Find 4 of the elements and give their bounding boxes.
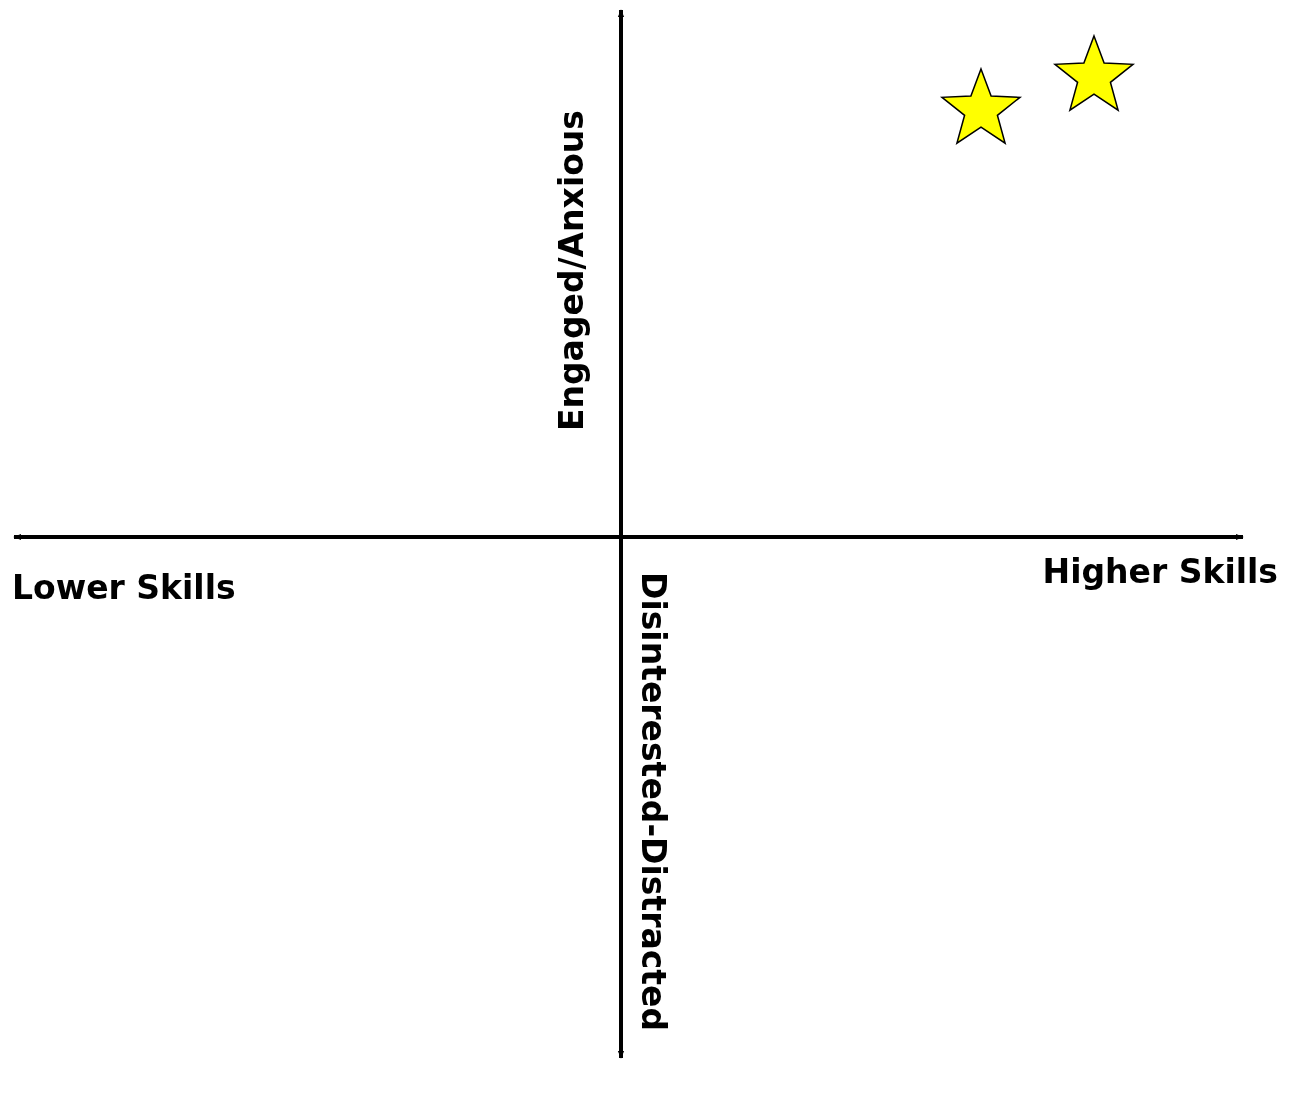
axis-label: Higher Skills	[1042, 555, 1278, 588]
axis-label: Lower Skills	[12, 571, 236, 604]
axis-label: Engaged/Anxious	[555, 110, 588, 432]
axis-label: Disinterested-Distracted	[637, 572, 670, 1032]
